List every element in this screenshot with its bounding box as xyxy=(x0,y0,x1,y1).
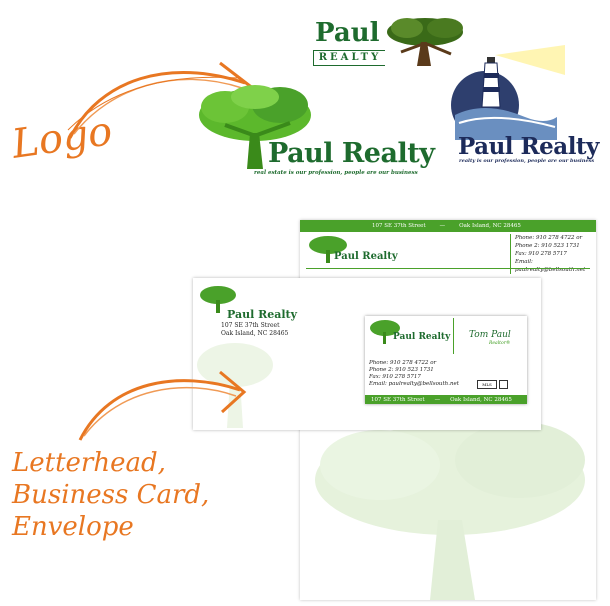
envelope-logo-name: Paul Realty xyxy=(227,308,298,321)
letterhead-top-bar: 107 SE 37th Street — Oak Island, NC 2846… xyxy=(300,220,596,232)
bottom-label-line1: Letterhead, xyxy=(12,448,166,478)
letterhead-fax: Fax: 910 278 5717 xyxy=(515,251,567,257)
card-bottom-bar: 107 SE 37th Street — Oak Island, NC 2846… xyxy=(365,395,527,404)
card-phone2: Phone 2: 910 523 1731 xyxy=(369,367,434,373)
envelope-address1: 107 SE 37th Street xyxy=(221,322,280,329)
card-person: Tom Paul xyxy=(469,330,511,340)
letterhead-email: Email: paulrealty@bellsouth.net xyxy=(515,259,586,273)
letterhead-top-line xyxy=(306,268,590,269)
card-address: 107 SE 37th Street xyxy=(371,396,425,403)
business-card: Paul Realty Tom Paul Realtor® Phone: 910… xyxy=(365,316,527,404)
letterhead-watermark-tree-icon xyxy=(315,422,585,600)
letterhead-tree-icon xyxy=(309,236,347,263)
lighthouse-icon xyxy=(451,45,565,140)
alt-logo1-sub: REALTY xyxy=(318,52,382,63)
main-logo-name: Paul Realty xyxy=(268,138,435,169)
main-tree-icon xyxy=(199,85,311,169)
card-contact: Phone: 910 278 4722 or Phone 2: 910 523 … xyxy=(369,360,459,388)
bottom-arrow-icon xyxy=(78,370,247,441)
card-logo-name: Paul Realty xyxy=(393,332,451,342)
alt-logo1-sub-box: REALTY xyxy=(313,50,387,66)
letterhead-phone: Phone: 910 278 4722 or xyxy=(515,235,583,241)
alt-logo1-tree-icon xyxy=(385,14,467,68)
letterhead-city: Oak Island, NC 28465 xyxy=(459,223,521,229)
card-city: Oak Island, NC 28465 xyxy=(450,396,512,403)
equal-housing-icon xyxy=(499,380,508,389)
card-tree-icon xyxy=(370,320,400,344)
alt-logo2-name: Paul Realty xyxy=(458,133,599,160)
card-badges: MLS xyxy=(477,380,508,389)
bottom-label-line3: Envelope xyxy=(12,512,134,542)
card-divider xyxy=(453,318,454,354)
letterhead-phone2: Phone 2: 910 523 1731 xyxy=(515,243,580,249)
alt-logo2-tagline: realty is our profession, people are our… xyxy=(459,158,595,164)
bottom-label-line2: Business Card, xyxy=(12,480,210,510)
letterhead-address: 107 SE 37th Street xyxy=(372,223,426,229)
envelope-tree-icon xyxy=(200,286,236,313)
card-title: Realtor® xyxy=(489,341,511,346)
letterhead-contact: Phone: 910 278 4722 or Phone 2: 910 523 … xyxy=(510,234,596,274)
card-email: Email: paulrealty@bellsouth.net xyxy=(369,381,459,387)
card-fax: Fax: 910 278 5717 xyxy=(369,374,421,380)
card-phone: Phone: 910 278 4722 or xyxy=(369,360,437,366)
alt-logo1-name: Paul xyxy=(315,18,380,48)
mls-badge-icon: MLS xyxy=(477,380,497,389)
envelope-watermark-tree-icon xyxy=(197,343,273,428)
main-logo-tagline: real estate is our profession, people ar… xyxy=(254,170,418,176)
letterhead-logo-name: Paul Realty xyxy=(334,251,398,262)
envelope-address2: Oak Island, NC 28465 xyxy=(221,330,289,337)
